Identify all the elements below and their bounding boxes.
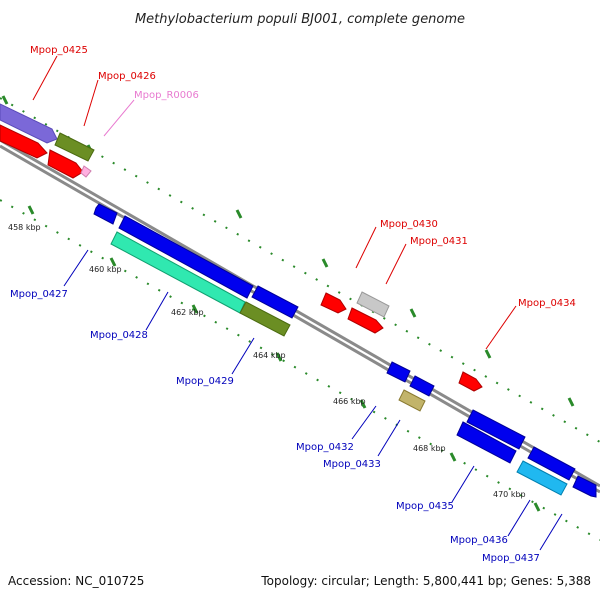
gene-mpop-0425[interactable]: [0, 103, 58, 144]
kbp-label-464: 464 kbp: [253, 351, 286, 360]
kbp-label-460: 460 kbp: [89, 265, 122, 274]
label-mpop-0434[interactable]: Mpop_0434: [518, 298, 576, 309]
kbp-label-462: 462 kbp: [171, 308, 204, 317]
label-mpop-0431[interactable]: Mpop_0431: [410, 236, 468, 247]
gene-mpop-0430-grey[interactable]: [356, 291, 390, 318]
gene-mpop-0432b[interactable]: [409, 375, 435, 397]
gene-mpop-0427[interactable]: [93, 203, 118, 225]
leader-mpop-0430: [355, 226, 377, 269]
leader-mpop-0425: [32, 55, 58, 101]
kbp-label-458: 458 kbp: [8, 223, 41, 232]
gene-mpop-0433[interactable]: [398, 389, 426, 412]
gene-mpop-0429[interactable]: [239, 301, 291, 337]
label-mpop-r0006[interactable]: Mpop_R0006: [134, 90, 199, 101]
map-title: Methylobacterium populi BJ001, complete …: [135, 12, 465, 27]
label-mpop-0436[interactable]: Mpop_0436: [450, 535, 508, 546]
kbp-label-468: 468 kbp: [413, 444, 446, 453]
gene-mpop-0428-blue[interactable]: [118, 215, 254, 299]
leader-mpop-r0006: [103, 99, 135, 137]
leader-mpop-0432: [351, 405, 377, 440]
gene-mpop-0426-red[interactable]: [47, 149, 84, 179]
label-mpop-0435[interactable]: Mpop_0435: [396, 501, 454, 512]
topology-text: Topology: circular; Length: 5,800,441 bp…: [260, 574, 591, 588]
leader-mpop-0426: [83, 79, 99, 127]
gene-mpop-0435-top[interactable]: [466, 409, 526, 450]
gene-mpop-0437[interactable]: [572, 475, 597, 498]
kbp-label-470: 470 kbp: [493, 490, 526, 499]
label-mpop-0430[interactable]: Mpop_0430: [380, 219, 438, 230]
label-mpop-0437[interactable]: Mpop_0437: [482, 553, 540, 564]
leader-mpop-0434: [485, 305, 517, 350]
gene-mpop-0436[interactable]: [516, 460, 568, 496]
gene-mpop-0429-blue[interactable]: [251, 285, 299, 319]
kbp-label-466: 466 kbp: [333, 397, 366, 406]
label-mpop-0432[interactable]: Mpop_0432: [296, 442, 354, 453]
lower-dotted-guide: [0, 199, 600, 541]
label-mpop-0429[interactable]: Mpop_0429: [176, 376, 234, 387]
accession-text: Accession: NC_010725: [8, 574, 144, 588]
major-ticks: [1, 95, 575, 512]
gene-mpop-0431[interactable]: [347, 307, 384, 334]
leader-mpop-0431: [385, 243, 407, 285]
leader-mpop-0428: [145, 291, 169, 331]
label-mpop-0426[interactable]: Mpop_0426: [98, 71, 156, 82]
gene-mpop-0426[interactable]: [54, 132, 95, 162]
gene-mpop-0435[interactable]: [456, 421, 517, 464]
label-mpop-0425[interactable]: Mpop_0425: [30, 45, 88, 56]
gene-mpop-0432[interactable]: [386, 361, 411, 383]
label-mpop-0433[interactable]: Mpop_0433: [323, 459, 381, 470]
gene-mpop-0425-red[interactable]: [0, 124, 48, 159]
label-mpop-0427[interactable]: Mpop_0427: [10, 289, 68, 300]
gene-mpop-r0006[interactable]: [80, 165, 92, 178]
gene-mpop-0434[interactable]: [458, 371, 483, 392]
gene-mpop-0436-blue[interactable]: [527, 446, 576, 481]
leader-mpop-0435: [451, 465, 475, 503]
leader-mpop-0433: [377, 419, 401, 457]
leader-mpop-0437: [539, 513, 563, 551]
leader-mpop-0436: [507, 499, 531, 537]
leader-mpop-0429: [231, 337, 255, 375]
label-mpop-0428[interactable]: Mpop_0428: [90, 330, 148, 341]
gene-mpop-0430[interactable]: [320, 292, 347, 314]
leader-mpop-0427: [63, 249, 89, 287]
